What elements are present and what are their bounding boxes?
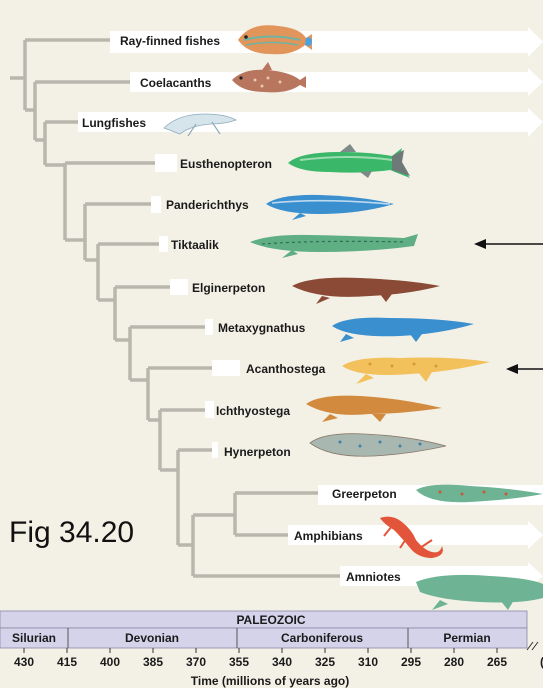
tick-label: 385: [143, 655, 163, 669]
period-permian: Permian: [443, 631, 490, 645]
amniote-illustration: [416, 575, 543, 610]
metaxygnathus-illustration: [332, 318, 474, 342]
tick-label: 310: [358, 655, 378, 669]
label-coelacanths: Coelacanths: [140, 76, 212, 90]
tick-label: 265: [487, 655, 507, 669]
tick-label: 430: [14, 655, 34, 669]
tick-label: 355: [229, 655, 249, 669]
tick-label: 280: [444, 655, 464, 669]
annotation-arrows: [474, 239, 543, 374]
stub-panderichthys: [151, 196, 161, 213]
era-label: PALEOZOIC: [236, 613, 305, 627]
label-panderichthys: Panderichthys: [166, 198, 249, 212]
panderichthys-illustration: [266, 195, 394, 220]
arrow-pointer-acanthostega: [506, 364, 543, 374]
label-amniotes: Amniotes: [346, 570, 401, 584]
label-ray-finned-fishes: Ray-finned fishes: [120, 34, 220, 48]
stub-tiktaalik: [159, 236, 168, 252]
extant-arrows: [78, 27, 543, 590]
axis-break-marks: [527, 642, 538, 650]
stub-greerpeton: [322, 485, 328, 501]
period-carboniferous: Carboniferous: [281, 631, 363, 645]
label-ichthyostega: Ichthyostega: [216, 404, 290, 418]
hynerpeton-illustration: [310, 434, 446, 457]
timescale: PALEOZOIC Silurian Devonian Carboniferou…: [0, 611, 543, 688]
arrow-lungfishes: [78, 108, 543, 137]
tick-label: 340: [272, 655, 292, 669]
axis-title: Time (millions of years ago): [191, 674, 349, 688]
label-hynerpeton: Hynerpeton: [224, 445, 291, 459]
tick-label: 400: [100, 655, 120, 669]
tick-label: 370: [186, 655, 206, 669]
period-devonian: Devonian: [125, 631, 179, 645]
label-acanthostega: Acanthostega: [246, 362, 326, 376]
stub-ichthyostega: [205, 401, 214, 418]
stub-hynerpeton: [212, 442, 218, 458]
arrow-pointer-tiktaalik: [474, 239, 543, 249]
stub-elginerpeton: [170, 279, 188, 295]
tick-label: 415: [57, 655, 77, 669]
label-greerpeton: Greerpeton: [332, 487, 397, 501]
ichthyostega-illustration: [306, 396, 442, 422]
tiktaalik-illustration: [250, 234, 418, 258]
label-lungfishes: Lungfishes: [82, 116, 146, 130]
tick-label: 325: [315, 655, 335, 669]
label-metaxygnathus: Metaxygnathus: [218, 321, 306, 335]
tick-label: 295: [401, 655, 421, 669]
label-tiktaalik: Tiktaalik: [171, 238, 219, 252]
label-eusthenopteron: Eusthenopteron: [180, 157, 272, 171]
period-silurian: Silurian: [12, 631, 56, 645]
acanthostega-illustration: [342, 358, 490, 385]
figure-caption: Fig 34.20: [9, 516, 134, 549]
stub-metaxygnathus: [205, 319, 213, 335]
stub-eusthenopteron: [155, 154, 177, 172]
label-amphibians: Amphibians: [294, 529, 363, 543]
eusthenopteron-illustration: [288, 144, 410, 178]
coelacanth-illustration: [232, 62, 306, 92]
elginerpeton-illustration: [292, 278, 440, 304]
stub-acanthostega: [212, 360, 240, 376]
label-elginerpeton: Elginerpeton: [192, 281, 265, 295]
